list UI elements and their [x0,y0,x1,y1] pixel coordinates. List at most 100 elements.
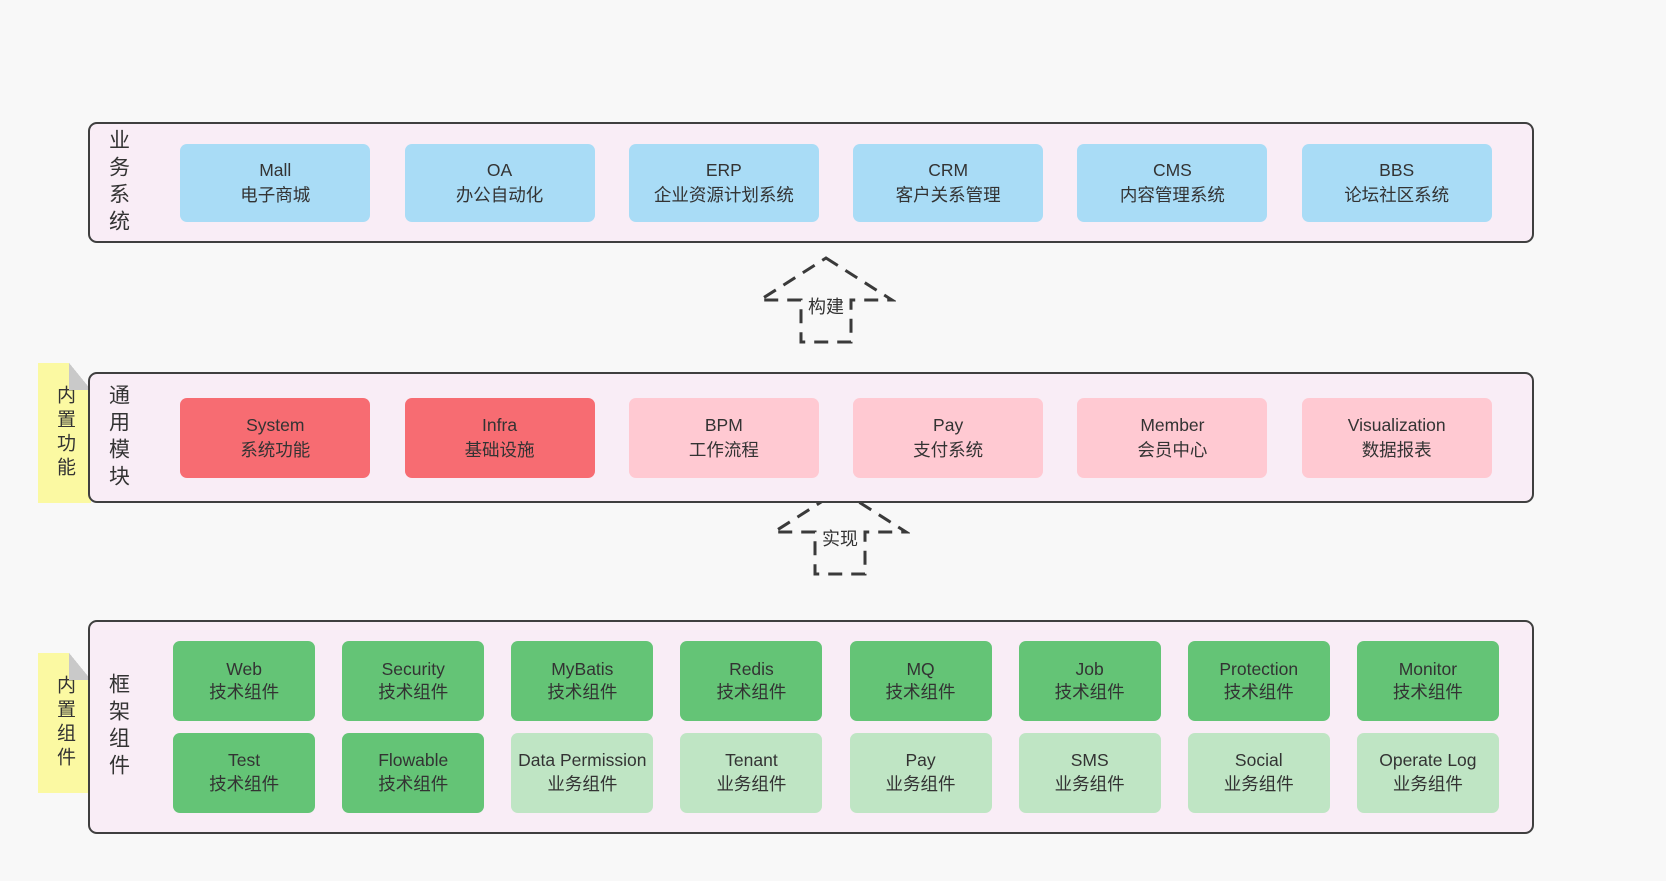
box-title: Redis [729,658,774,679]
box-title: Tenant [725,750,778,771]
arrow-label: 实现 [822,529,858,549]
box-subtitle: 办公自动化 [455,184,544,205]
box-title: SMS [1070,750,1109,771]
layer-content: Web 技术组件 Security 技术组件 MyBatis 技术组件 Redi… [146,622,1532,832]
framework-row-2: Test 技术组件 Flowable 技术组件 Data Permission … [146,732,1526,813]
box-bpm: BPM 工作流程 [628,397,819,478]
box-member: Member 会员中心 [1077,397,1268,478]
box-subtitle: 会员中心 [1137,439,1208,460]
box-mybatis: MyBatis 技术组件 [511,641,654,722]
box-subtitle: 技术组件 [209,682,280,703]
box-title: System [246,415,305,435]
box-sms: SMS 业务组件 [1018,732,1161,813]
box-subtitle: 业务组件 [547,773,618,794]
box-title: Monitor [1398,658,1458,679]
box-title: Member [1140,415,1205,435]
box-subtitle: 技术组件 [1223,682,1294,703]
layer-label: 通用模块 [106,383,130,492]
box-subtitle: 业务组件 [1392,773,1463,794]
box-tenant: Tenant 业务组件 [680,732,823,813]
box-title: Visualization [1347,415,1446,435]
box-subtitle: 技术组件 [378,682,449,703]
box-infra: Infra 基础设施 [404,397,595,478]
box-oa: OA 办公自动化 [404,143,595,222]
box-subtitle: 业务组件 [716,773,787,794]
layer-label: 框架组件 [106,673,130,781]
box-visualization: Visualization 数据报表 [1301,397,1492,478]
box-redis: Redis 技术组件 [680,641,823,722]
up-arrow-icon: 实现 [768,488,912,576]
layer-common-modules: 通用模块 System 系统功能 Infra 基础设施 BPM 工作流程 Pay… [88,372,1534,503]
box-title: Job [1075,658,1104,679]
box-social: Social 业务组件 [1187,732,1330,813]
box-subtitle: 技术组件 [885,682,956,703]
box-subtitle: 论坛社区系统 [1344,184,1450,205]
sticky-note-built-in-features: 内置功能 [38,363,91,503]
box-subtitle: 客户关系管理 [895,184,1001,205]
box-security: Security 技术组件 [342,641,485,722]
box-subtitle: 内容管理系统 [1119,184,1225,205]
box-subtitle: 系统功能 [240,439,311,460]
layer-label: 业务系统 [106,128,130,237]
box-subtitle: 电子商城 [240,184,311,205]
box-title: Mall [259,160,292,180]
box-erp: ERP 企业资源计划系统 [628,143,819,222]
box-subtitle: 工作流程 [688,439,759,460]
box-subtitle: 基础设施 [464,439,535,460]
sticky-note-label: 内置功能 [54,385,75,481]
box-test: Test 技术组件 [173,732,316,813]
box-subtitle: 业务组件 [885,773,956,794]
box-subtitle: 技术组件 [547,682,618,703]
box-title: CMS [1152,160,1192,180]
box-title: OA [486,160,513,180]
box-title: Operate Log [1379,750,1477,771]
box-subtitle: 业务组件 [1223,773,1294,794]
layer-business-systems: 业务系统 Mall 电子商城 OA 办公自动化 ERP 企业资源计划系统 CRM… [88,122,1534,243]
box-title: Infra [482,415,518,435]
box-subtitle: 技术组件 [716,682,787,703]
layer-framework-components: 框架组件 Web 技术组件 Security 技术组件 MyBatis 技术组件… [88,620,1534,834]
box-title: Data Permission [518,750,647,771]
box-pay-component: Pay 业务组件 [849,732,992,813]
box-flowable: Flowable 技术组件 [342,732,485,813]
layer-content: System 系统功能 Infra 基础设施 BPM 工作流程 Pay 支付系统… [146,374,1532,501]
box-pay-system: Pay 支付系统 [853,397,1044,478]
box-title: ERP [705,160,742,180]
box-subtitle: 技术组件 [209,773,280,794]
box-subtitle: 技术组件 [1054,682,1125,703]
box-protection: Protection 技术组件 [1187,641,1330,722]
implement-arrow: 实现 [768,486,912,583]
sticky-note-label: 内置组件 [54,675,75,771]
box-operate-log: Operate Log 业务组件 [1356,732,1499,813]
box-title: Security [381,658,445,679]
box-web: Web 技术组件 [173,641,316,722]
box-subtitle: 支付系统 [913,439,984,460]
box-monitor: Monitor 技术组件 [1356,641,1499,722]
box-subtitle: 业务组件 [1054,773,1125,794]
box-bbs: BBS 论坛社区系统 [1301,143,1492,222]
box-title: Protection [1219,658,1299,679]
box-title: Flowable [378,750,449,771]
box-system: System 系统功能 [180,397,371,478]
framework-row-1: Web 技术组件 Security 技术组件 MyBatis 技术组件 Redi… [146,641,1526,722]
box-title: CRM [928,160,969,180]
box-subtitle: 技术组件 [1392,682,1463,703]
box-title: Social [1234,750,1283,771]
box-subtitle: 数据报表 [1361,439,1432,460]
box-mall: Mall 电子商城 [180,143,371,222]
box-title: MyBatis [551,658,614,679]
arrow-label: 构建 [808,297,844,317]
box-title: Test [228,750,261,771]
build-arrow: 构建 [754,254,898,351]
box-mq: MQ 技术组件 [849,641,992,722]
box-title: Pay [933,415,964,435]
box-subtitle: 技术组件 [378,773,449,794]
box-title: BPM [704,415,743,435]
box-data-permission: Data Permission 业务组件 [511,732,654,813]
box-title: Web [226,658,262,679]
box-title: BBS [1379,160,1415,180]
box-crm: CRM 客户关系管理 [853,143,1044,222]
layer-content: Mall 电子商城 OA 办公自动化 ERP 企业资源计划系统 CRM 客户关系… [146,124,1532,241]
sticky-note-built-in-components: 内置组件 [38,653,91,793]
